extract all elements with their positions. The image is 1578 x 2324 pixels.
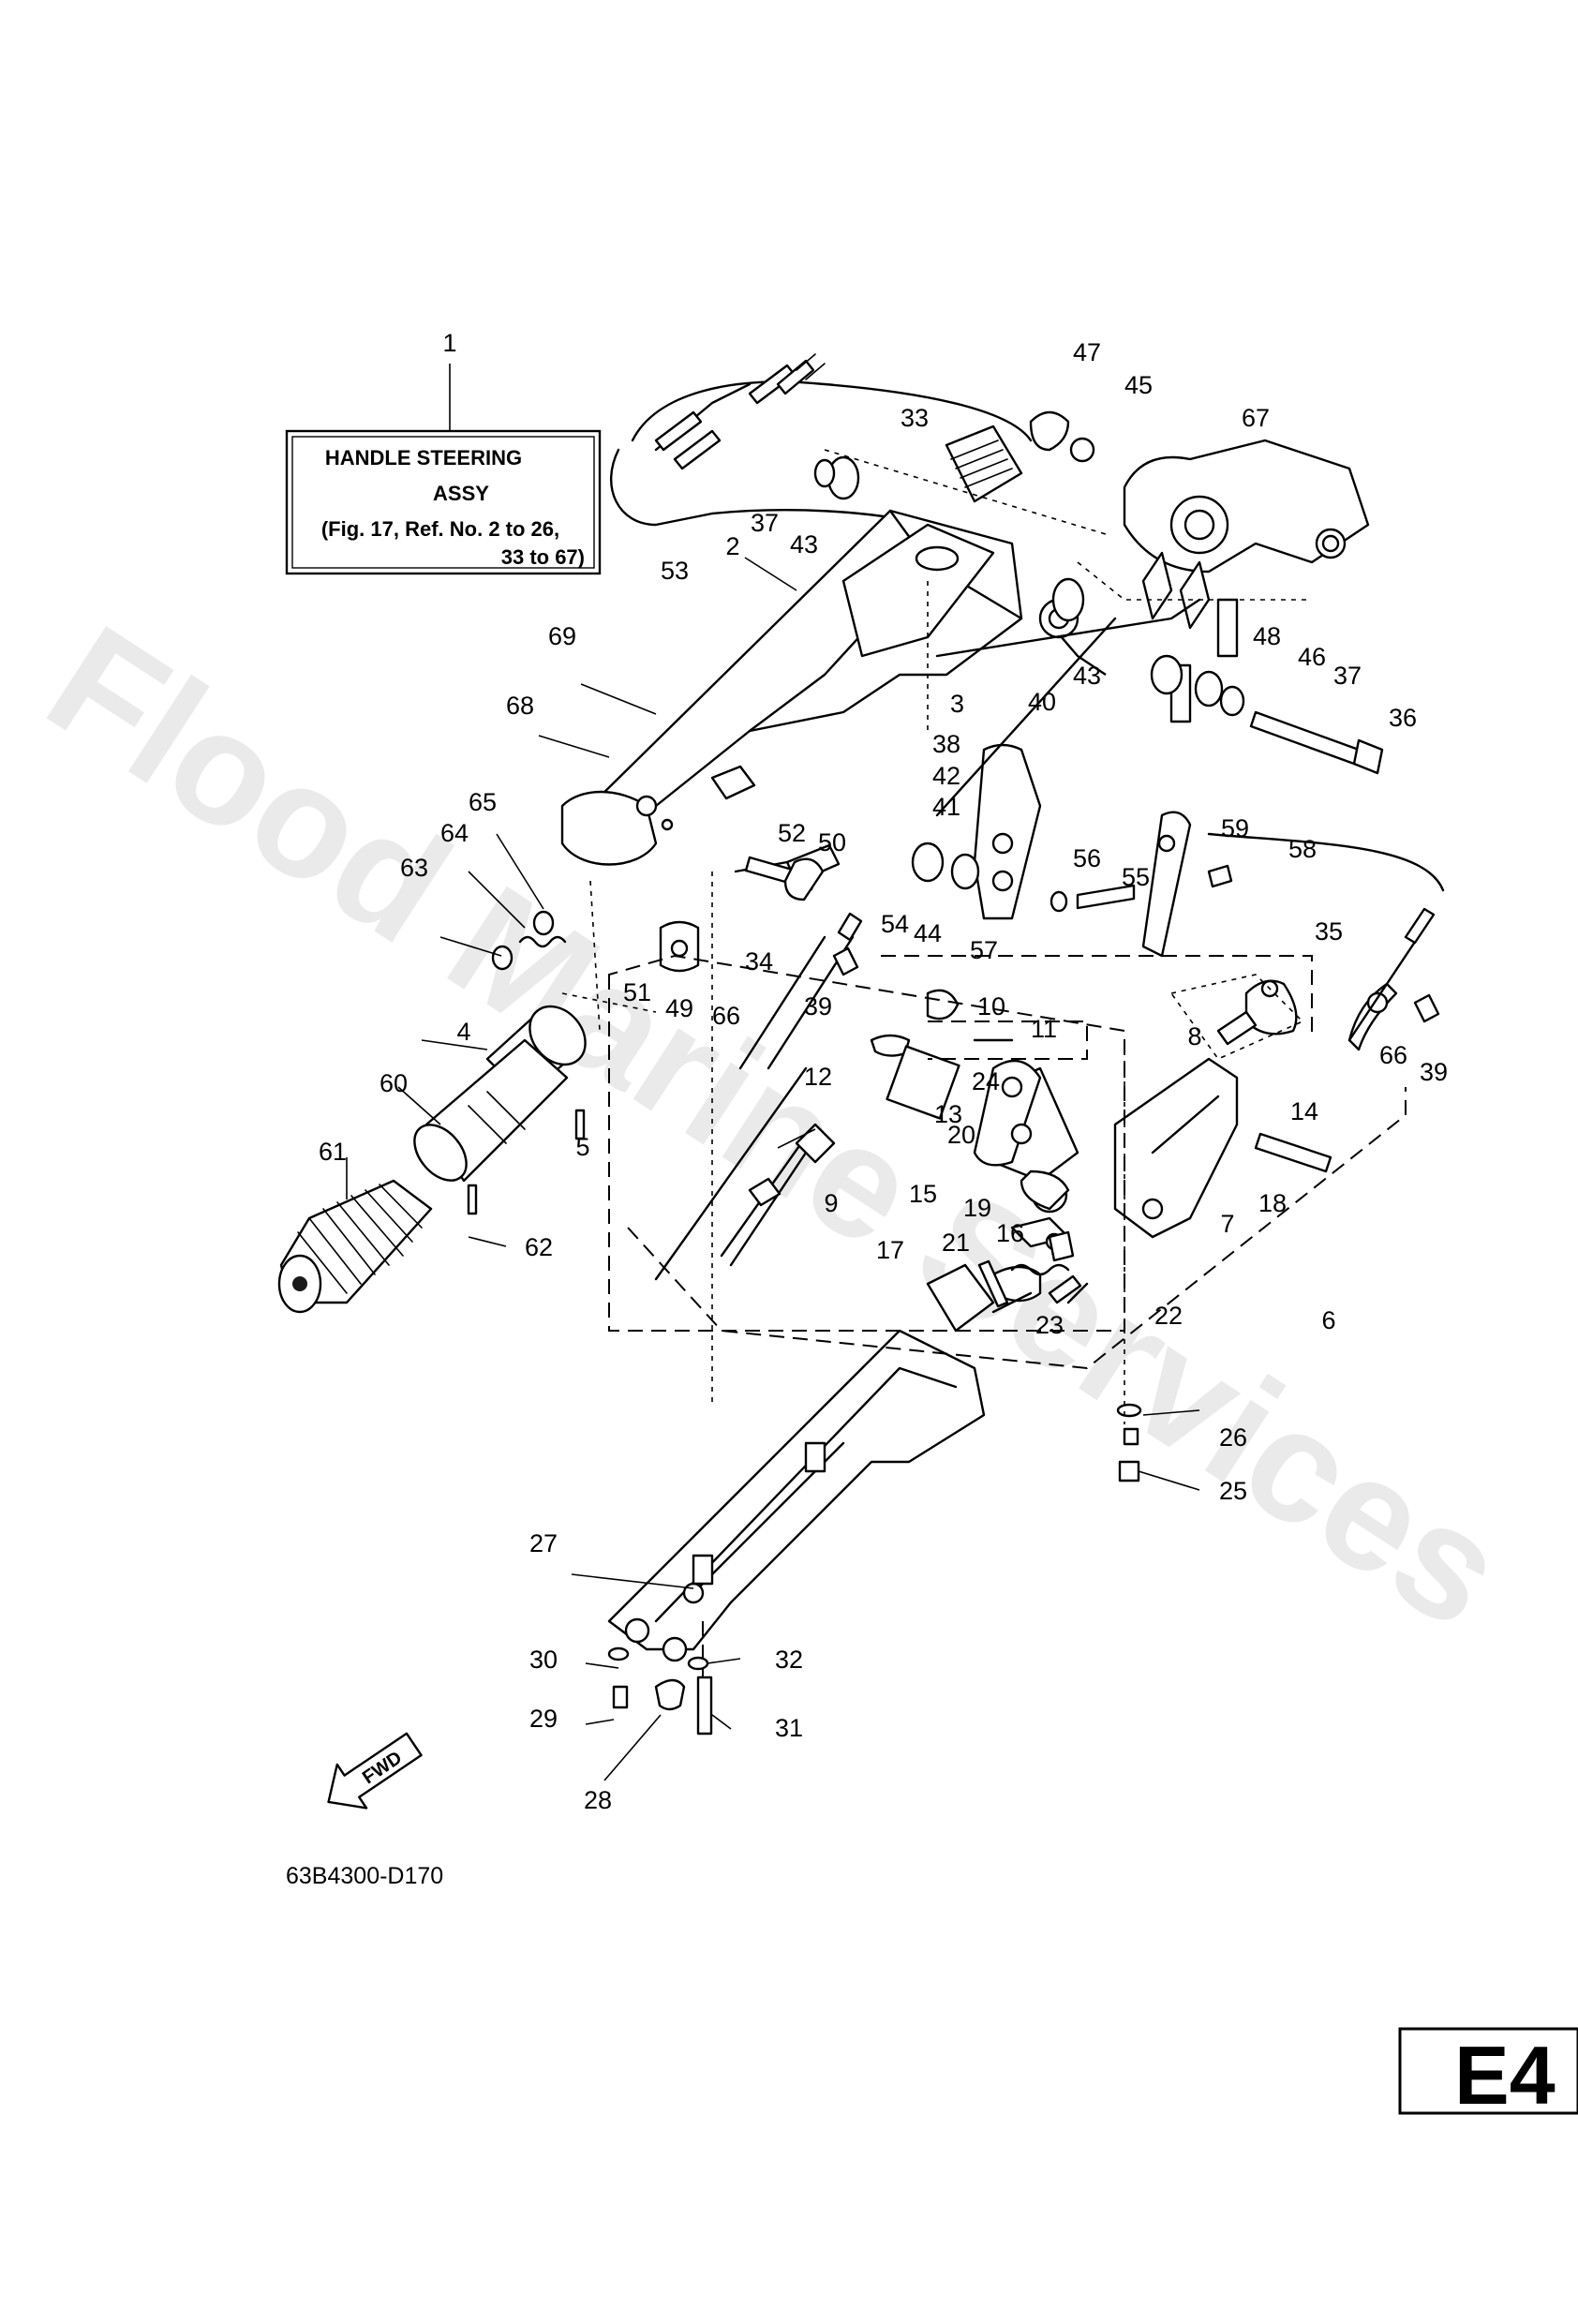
callout-31: 31 xyxy=(775,1714,803,1742)
callout-24: 24 xyxy=(972,1067,1000,1095)
callout-numbers: 1 2 3 4 5 6 7 8 9 10 11 12 13 14 15 16 1… xyxy=(319,329,1448,1814)
throttle-grip-assembly xyxy=(277,1005,587,1314)
callout-53: 53 xyxy=(661,557,689,585)
wiring-harness xyxy=(609,353,1033,527)
callout-34: 34 xyxy=(745,947,773,976)
note-line-2: ASSY xyxy=(433,482,489,505)
callout-66a: 66 xyxy=(712,1002,740,1030)
handle-steering-assy-note: HANDLE STEERING ASSY (Fig. 17, Ref. No. … xyxy=(285,364,602,575)
callout-32: 32 xyxy=(775,1646,803,1674)
callout-56: 56 xyxy=(1073,844,1101,872)
callout-67: 67 xyxy=(1242,404,1270,432)
callout-37a: 37 xyxy=(751,509,779,537)
right-bracket-assembly xyxy=(1113,974,1398,1239)
callout-11: 11 xyxy=(1031,1015,1057,1043)
callout-47: 47 xyxy=(1073,338,1101,366)
callout-1: 1 xyxy=(442,329,456,357)
forward-direction-indicator: FWD xyxy=(327,1732,423,1810)
callout-8: 8 xyxy=(1187,1022,1201,1050)
callout-39a: 39 xyxy=(804,992,832,1020)
callout-13: 13 xyxy=(934,1100,962,1128)
callout-49: 49 xyxy=(665,994,693,1022)
callout-43b: 43 xyxy=(1073,662,1101,690)
callout-51: 51 xyxy=(623,978,651,1006)
callout-12: 12 xyxy=(804,1063,832,1091)
callout-45: 45 xyxy=(1124,371,1153,399)
callout-2: 2 xyxy=(725,532,739,560)
callout-58: 58 xyxy=(1288,835,1317,863)
note-line-4: 33 to 67) xyxy=(501,545,585,569)
callout-69: 69 xyxy=(548,622,576,650)
lower-center-parts xyxy=(926,1059,1075,1333)
callout-62: 62 xyxy=(525,1233,553,1261)
callout-50: 50 xyxy=(818,828,846,857)
callout-57: 57 xyxy=(970,936,998,964)
page-tag-label: E4 xyxy=(1454,2029,1556,2122)
callout-27: 27 xyxy=(529,1529,558,1557)
callout-66b: 66 xyxy=(1379,1041,1407,1069)
callout-20: 20 xyxy=(947,1121,975,1149)
pivot-clamp-assembly xyxy=(813,410,1384,775)
leader-lines xyxy=(346,557,1200,1781)
note-line-1: HANDLE STEERING xyxy=(325,446,522,469)
callout-30: 30 xyxy=(529,1646,558,1674)
bottom-cowl-plate xyxy=(607,1329,1142,1736)
callout-37b: 37 xyxy=(1333,662,1362,690)
callout-55: 55 xyxy=(1122,863,1150,891)
callout-39b: 39 xyxy=(1420,1058,1448,1086)
callout-14: 14 xyxy=(1290,1097,1318,1125)
steering-handle-bracket xyxy=(560,509,1107,866)
callout-54: 54 xyxy=(881,910,909,938)
callout-25: 25 xyxy=(1219,1477,1247,1505)
callout-68: 68 xyxy=(506,692,534,720)
callout-28: 28 xyxy=(584,1786,612,1814)
callout-19: 19 xyxy=(963,1194,991,1222)
callout-15: 15 xyxy=(909,1180,937,1208)
callout-33: 33 xyxy=(901,404,929,432)
callout-44: 44 xyxy=(914,919,942,947)
callout-22: 22 xyxy=(1154,1302,1183,1330)
callout-35: 35 xyxy=(1315,917,1343,946)
callout-10: 10 xyxy=(977,992,1005,1020)
callout-65: 65 xyxy=(469,788,497,816)
spring-and-washers xyxy=(491,910,567,971)
callout-26: 26 xyxy=(1219,1423,1247,1452)
callout-6: 6 xyxy=(1321,1306,1335,1334)
callout-42: 42 xyxy=(932,762,960,790)
callout-18: 18 xyxy=(1258,1189,1287,1217)
callout-29: 29 xyxy=(529,1705,558,1733)
callout-63: 63 xyxy=(400,854,428,882)
callout-46: 46 xyxy=(1298,643,1326,671)
callout-16: 16 xyxy=(996,1219,1024,1247)
callout-36: 36 xyxy=(1389,704,1417,732)
callout-43a: 43 xyxy=(790,530,818,559)
callout-38: 38 xyxy=(932,730,960,758)
callout-5: 5 xyxy=(575,1133,589,1161)
callout-3: 3 xyxy=(950,690,964,718)
group-outlines xyxy=(561,581,1445,1424)
callout-59: 59 xyxy=(1221,814,1249,842)
callout-48: 48 xyxy=(1253,622,1281,650)
callout-23: 23 xyxy=(1035,1311,1064,1339)
callout-61: 61 xyxy=(319,1138,347,1166)
callout-64: 64 xyxy=(440,819,469,847)
callout-40: 40 xyxy=(1028,688,1056,716)
callout-60: 60 xyxy=(380,1069,408,1097)
page-tag: E4 xyxy=(1398,2027,1578,2122)
callout-9: 9 xyxy=(824,1189,838,1217)
callout-41: 41 xyxy=(932,793,960,821)
callout-17: 17 xyxy=(876,1236,904,1264)
callout-21: 21 xyxy=(942,1229,970,1257)
control-cables xyxy=(738,907,1440,1070)
side-arm-plates xyxy=(744,743,1233,958)
callout-52: 52 xyxy=(778,819,806,847)
note-line-3: (Fig. 17, Ref. No. 2 to 26, xyxy=(321,517,559,541)
callout-4: 4 xyxy=(456,1018,470,1046)
drawing-code: 63B4300-D170 xyxy=(286,1863,443,1889)
callout-7: 7 xyxy=(1220,1210,1234,1238)
